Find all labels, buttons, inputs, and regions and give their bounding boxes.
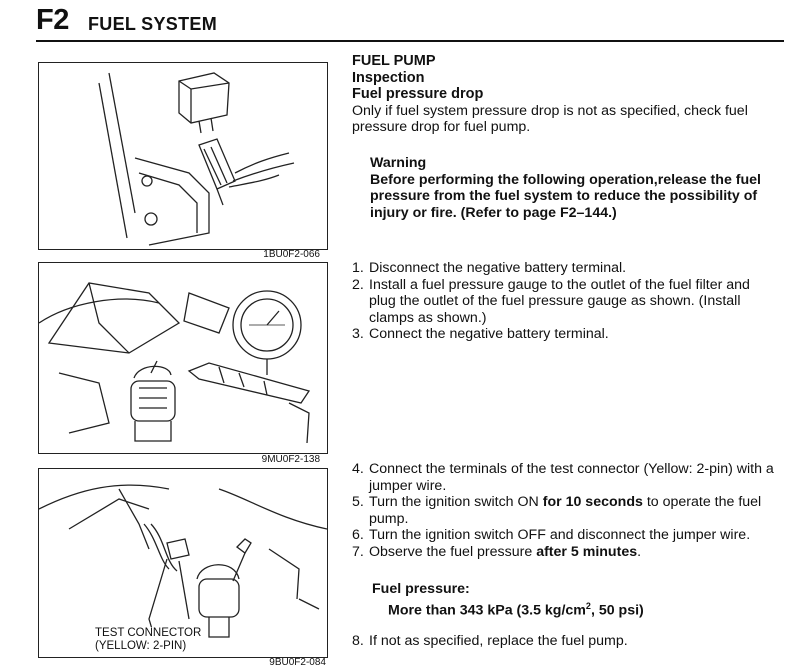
- figure-test-connector: TEST CONNECTOR (YELLOW: 2-PIN): [38, 468, 328, 658]
- step-item: 2. Install a fuel pressure gauge to the …: [352, 276, 750, 326]
- test-connector-label-line1: TEST CONNECTOR: [95, 627, 202, 639]
- step-item: 5. Turn the ignition switch ON for 10 se…: [352, 494, 762, 527]
- figure-2-caption: 9MU0F2-138: [261, 454, 320, 465]
- figure-3-caption: 9BU0F2-084: [269, 657, 326, 668]
- page-header: F2 FUEL SYSTEM: [0, 0, 800, 44]
- step-item: 3. Connect the negative battery terminal…: [352, 326, 609, 342]
- step-item: 7. Observe the fuel pressure after 5 min…: [352, 543, 642, 560]
- pressure-gauge-illustration: [39, 282, 311, 444]
- section-heading: FUEL PUMP: [352, 53, 436, 69]
- step-item: 1. Disconnect the negative battery termi…: [352, 260, 627, 276]
- step-item: 4. Connect the terminals of the test con…: [352, 461, 774, 494]
- figure-pressure-gauge: [38, 262, 328, 454]
- steps-group-1: 1. Disconnect the negative battery termi…: [352, 260, 777, 343]
- fuel-pump-section: FUEL PUMP Inspection Fuel pressure drop …: [352, 53, 777, 136]
- spec-label: Fuel pressure:: [372, 581, 470, 597]
- header-rule: [36, 40, 784, 42]
- figure-relay-connector: [38, 62, 328, 250]
- relay-connector-illustration: [98, 72, 295, 246]
- test-connector-label-line2: (YELLOW: 2-PIN): [95, 640, 187, 652]
- topic-heading: Fuel pressure drop: [352, 86, 484, 102]
- test-connector-illustration: [39, 484, 327, 640]
- warning-block: Warning Before performing the following …: [352, 155, 780, 221]
- warning-heading: Warning: [370, 155, 427, 171]
- steps-group-2: 4. Connect the terminals of the test con…: [352, 461, 777, 560]
- figure-1-caption: 1BU0F2-066: [263, 249, 320, 260]
- warning-text: Before performing the following operatio…: [370, 171, 761, 221]
- test-connector-label: TEST CONNECTOR (YELLOW: 2-PIN): [95, 627, 202, 653]
- spec-value: More than 343 kPa (3.5 kg/cm2, 50 psi): [388, 600, 644, 619]
- fuel-pressure-spec: Fuel pressure: More than 343 kPa (3.5 kg…: [352, 581, 797, 619]
- intro-paragraph: Only if fuel system pressure drop is not…: [352, 102, 748, 136]
- steps-group-3: 8. If not as specified, replace the fuel…: [352, 633, 777, 650]
- section-subheading: Inspection: [352, 69, 425, 86]
- step-item: 6. Turn the ignition switch OFF and disc…: [352, 527, 751, 543]
- section-code: F2: [36, 4, 69, 36]
- step-item: 8. If not as specified, replace the fuel…: [352, 633, 628, 649]
- section-title: FUEL SYSTEM: [88, 14, 217, 34]
